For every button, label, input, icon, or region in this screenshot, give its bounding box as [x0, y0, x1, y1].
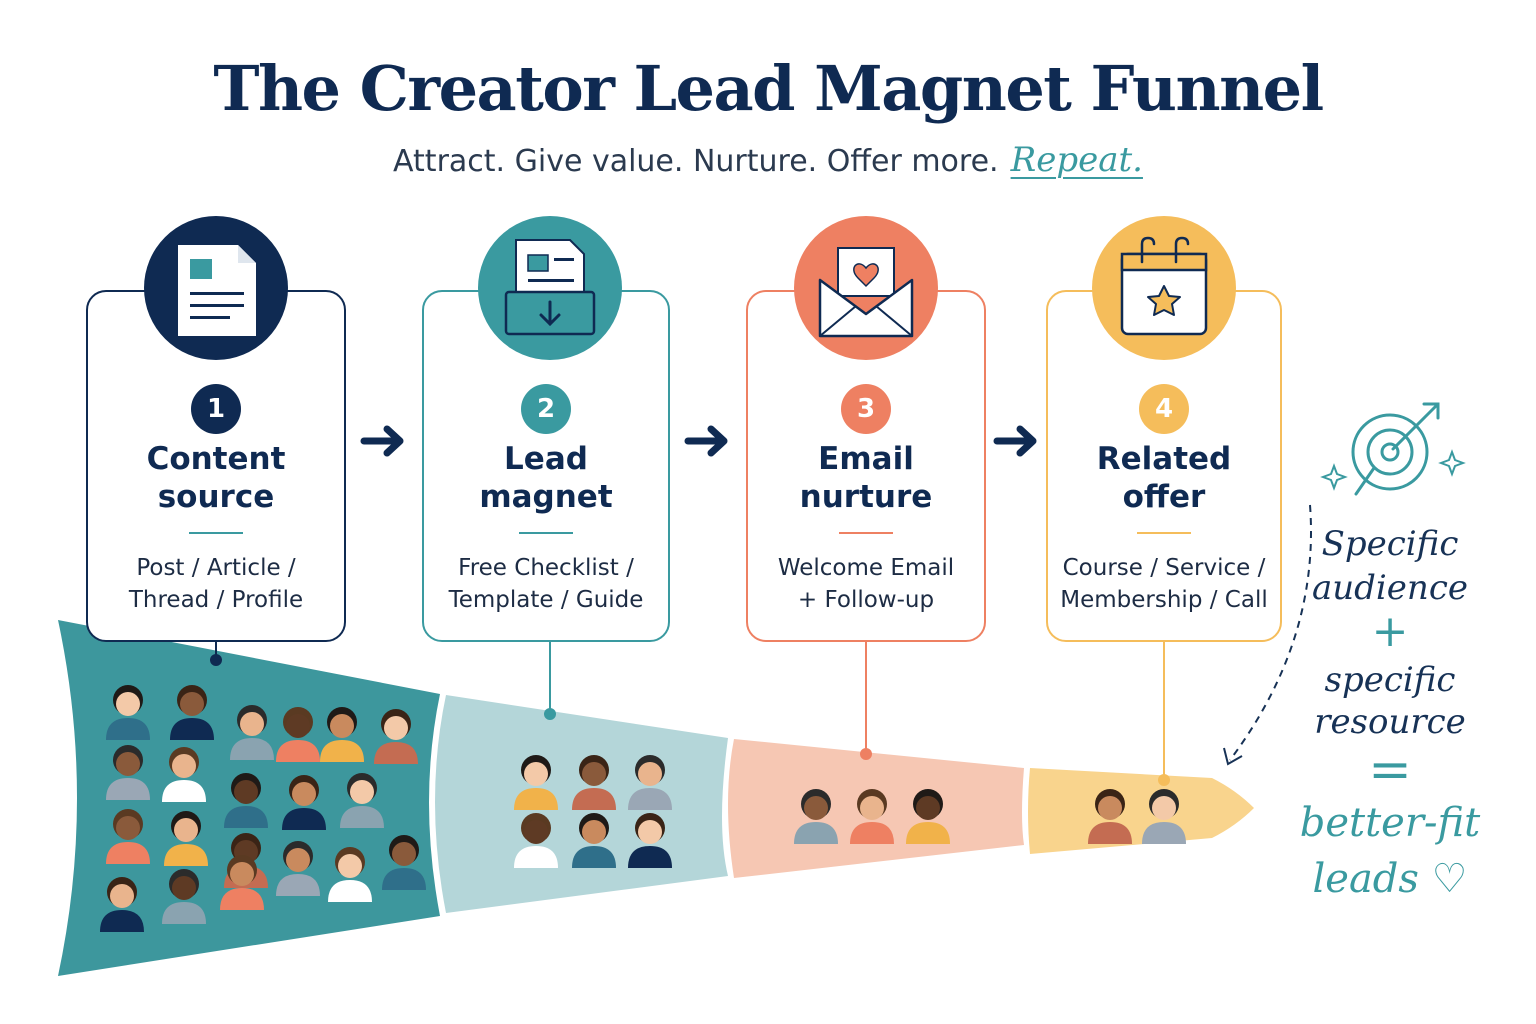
step-title-line: source [157, 479, 275, 515]
subtitle-text: Attract. Give value. Nurture. Offer more… [393, 144, 999, 179]
step-desc-line: Post / Article / [136, 555, 296, 581]
person-avatar-icon [224, 773, 268, 828]
envelope-heart-icon [794, 216, 938, 360]
person-avatar-icon [320, 707, 364, 762]
person-avatar-icon [170, 685, 214, 740]
step-description: Free Checklist / Template / Guide [430, 552, 662, 616]
person-avatar-icon [1088, 789, 1132, 844]
step-desc-line: Course / Service / [1062, 555, 1266, 581]
arrow-right-icon [360, 425, 404, 457]
step-description: Course / Service / Membership / Call [1054, 552, 1274, 616]
connector-dot-1 [210, 654, 222, 666]
connector-dot-4 [1158, 774, 1170, 786]
step-title-line: Lead [504, 441, 588, 477]
connector-dot-2 [544, 708, 556, 720]
sidebar-equals: = [1368, 740, 1412, 800]
person-avatar-icon [628, 755, 672, 810]
step-divider [189, 532, 243, 534]
person-avatar-icon [850, 789, 894, 844]
connector-dot-3 [860, 748, 872, 760]
step-title-line: nurture [799, 479, 933, 515]
step-desc-line: Membership / Call [1060, 587, 1268, 613]
person-avatar-icon [514, 755, 558, 810]
subtitle: Attract. Give value. Nurture. Offer more… [0, 140, 1536, 180]
person-avatar-icon [374, 709, 418, 764]
step-title-line: magnet [479, 479, 613, 515]
funnel-people [100, 685, 1186, 932]
target-arrow-icon [1351, 402, 1440, 496]
sparkle-icon [1438, 449, 1466, 477]
step-number-badge: 3 [841, 384, 891, 434]
person-avatar-icon [906, 789, 950, 844]
sidebar-line-specific-2: specific [1324, 660, 1456, 700]
person-avatar-icon [106, 809, 150, 864]
person-avatar-icon [164, 811, 208, 866]
heart-icon: ♡ [1431, 856, 1468, 902]
step-title-line: Email [818, 441, 914, 477]
sidebar-result-leads: leads ♡ [1290, 856, 1490, 902]
person-avatar-icon [162, 869, 206, 924]
sparkle-icon [1320, 463, 1348, 491]
sidebar-plus: + [1371, 606, 1409, 657]
person-avatar-icon [794, 789, 838, 844]
person-avatar-icon [106, 745, 150, 800]
person-avatar-icon [100, 877, 144, 932]
step-description: Post / Article / Thread / Profile [94, 552, 338, 616]
dashed-arrow-head [1223, 747, 1243, 766]
sidebar-line-audience: audience [1312, 568, 1468, 608]
step-title-line: Related [1096, 441, 1232, 477]
document-icon [144, 216, 288, 360]
step-desc-line: Template / Guide [448, 587, 644, 613]
calendar-star-icon [1092, 216, 1236, 360]
step-number-badge: 1 [191, 384, 241, 434]
arrow-right-icon [684, 425, 728, 457]
person-avatar-icon [276, 841, 320, 896]
person-avatar-icon [514, 813, 558, 868]
person-avatar-icon [220, 855, 264, 910]
sidebar-leads-text: leads [1312, 856, 1419, 902]
step-description: Welcome Email + Follow-up [754, 552, 978, 616]
step-desc-line: Free Checklist / [458, 555, 634, 581]
person-avatar-icon [572, 813, 616, 868]
step-number-badge: 4 [1139, 384, 1189, 434]
person-avatar-icon [282, 775, 326, 830]
step-desc-line: + Follow-up [797, 587, 935, 613]
sidebar-line-specific: Specific [1321, 524, 1459, 564]
dashed-arrow [1229, 504, 1312, 761]
step-divider [1137, 532, 1191, 534]
step-divider [519, 532, 573, 534]
step-desc-line: Thread / Profile [128, 587, 304, 613]
step-title-line: offer [1122, 479, 1206, 515]
step-divider [839, 532, 893, 534]
person-avatar-icon [628, 813, 672, 868]
funnel-stage-4 [1028, 768, 1254, 854]
person-avatar-icon [276, 707, 320, 762]
sidebar-result-better-fit: better-fit [1299, 800, 1481, 846]
person-avatar-icon [106, 685, 150, 740]
step-title-line: Content [146, 441, 286, 477]
page-title: The Creator Lead Magnet Funnel [213, 52, 1324, 125]
person-avatar-icon [230, 705, 274, 760]
sidebar-line-resource: resource [1314, 702, 1466, 742]
person-avatar-icon [382, 835, 426, 890]
person-avatar-icon [1142, 789, 1186, 844]
subtitle-accent: Repeat. [1010, 140, 1143, 180]
person-avatar-icon [162, 747, 206, 802]
download-tray-icon [478, 216, 622, 360]
step-number-badge: 2 [521, 384, 571, 434]
person-avatar-icon [328, 847, 372, 902]
person-avatar-icon [572, 755, 616, 810]
arrow-right-icon [993, 425, 1037, 457]
person-avatar-icon [340, 773, 384, 828]
step-desc-line: Welcome Email [777, 555, 955, 581]
